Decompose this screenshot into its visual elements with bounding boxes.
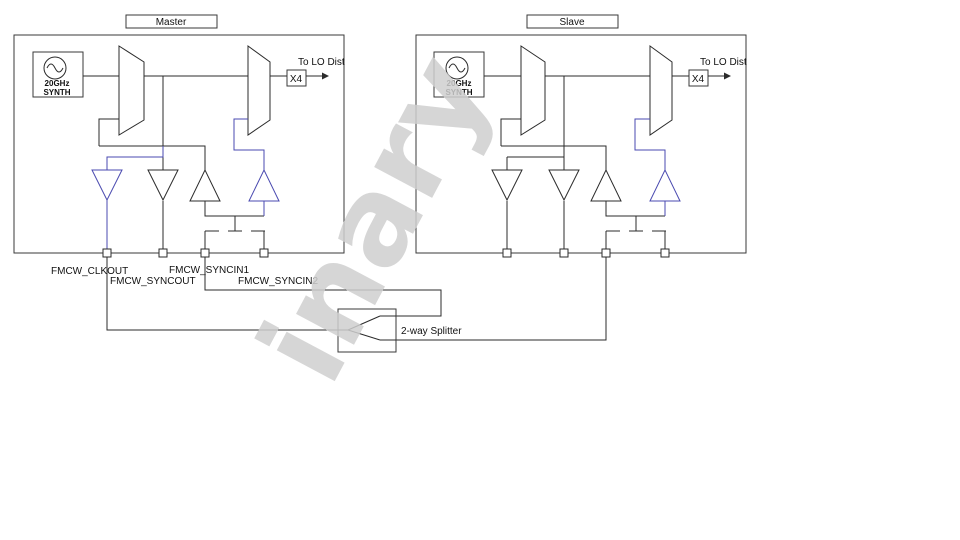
master-syncin-blue-wire (233, 118, 265, 170)
slave-syncin2-buffer (649, 168, 681, 202)
slave-syncin-join-wire (605, 201, 665, 217)
master-syncin1-buffer (189, 168, 221, 202)
splitter-icon (338, 315, 381, 341)
master-oscillator-icon (43, 56, 67, 80)
splitter-to-slave-syncin1-wire (396, 257, 607, 341)
master-title: Master (156, 17, 187, 28)
master-lo-arrow-icon (322, 72, 329, 80)
pin-label-clkout: FMCW_CLKOUT (51, 266, 128, 277)
master-output-mux (247, 45, 271, 136)
slave-synth-label-2: SYNTH (445, 88, 472, 97)
slave-title-box (526, 14, 619, 29)
master-output-label: To LO Dist (298, 57, 345, 68)
master-syncout-buffer (147, 169, 179, 202)
master-input-mux (118, 45, 145, 136)
master-mux-loop-wire (98, 118, 119, 146)
slave-device: Slave 20GHz SYNTH X4 To LO Dist (415, 14, 747, 258)
slave-mux-loop-wire (500, 118, 521, 146)
slave-syncin1-pin (601, 248, 611, 258)
master-x4-box (286, 69, 307, 87)
master-clkout-buffer (91, 169, 123, 202)
master-title-box (125, 14, 218, 29)
slave-input-mux (520, 45, 546, 136)
slave-output-label: To LO Dist (700, 57, 747, 68)
slave-sine-icon (448, 63, 466, 73)
master-synth-label-2: SYNTH (43, 88, 70, 97)
slave-title: Slave (559, 17, 584, 28)
slave-sync-bus-wire (501, 145, 607, 170)
clkout-to-splitter-wire (106, 257, 338, 331)
slave-syncout-pin (559, 248, 569, 258)
splitter-label: 2-way Splitter (401, 326, 462, 337)
slave-x4-box (688, 69, 709, 87)
master-synth-label-1: 20GHz (45, 79, 70, 88)
pin-label-syncin1: FMCW_SYNCIN1 (169, 265, 249, 276)
master-syncout-pin (158, 248, 168, 258)
slave-synth-label-1: 20GHz (447, 79, 472, 88)
master-syncin2-pin (259, 248, 269, 258)
master-sync-bus-wire (99, 145, 206, 170)
slave-clkout-buffer (491, 169, 523, 202)
slave-output-mux (649, 45, 673, 136)
master-sine-icon (46, 63, 64, 73)
slave-syncin2-pin (660, 248, 670, 258)
slave-synth: 20GHz SYNTH (433, 51, 485, 98)
slave-syncin-blue-wire (634, 118, 666, 170)
master-synth: 20GHz SYNTH (32, 51, 84, 98)
master-syncin1-pin (200, 248, 210, 258)
master-syncin-join-wire (204, 201, 264, 217)
master-clkout-pin (102, 248, 112, 258)
slave-oscillator-icon (445, 56, 469, 80)
slave-clkout-pin (502, 248, 512, 258)
master-device: Master 20GHz SYNTH X4 To LO Dist (13, 14, 345, 258)
slave-x4-label: X4 (692, 74, 705, 85)
splitter-to-master-syncin1-wire (204, 257, 442, 317)
slave-syncin1-buffer (590, 168, 622, 202)
splitter-network: 2-way Splitter (106, 257, 607, 353)
slave-synth-box (433, 51, 485, 98)
slave-lo-arrow-icon (724, 72, 731, 80)
pin-label-syncout: FMCW_SYNCOUT (110, 276, 196, 287)
master-synth-box (32, 51, 84, 98)
master-syncin2-buffer (248, 168, 280, 202)
slave-syncout-buffer (548, 169, 580, 202)
splitter-output-stubs (380, 315, 396, 341)
pin-label-syncin2: FMCW_SYNCIN2 (238, 276, 318, 287)
master-x4-label: X4 (290, 74, 303, 85)
